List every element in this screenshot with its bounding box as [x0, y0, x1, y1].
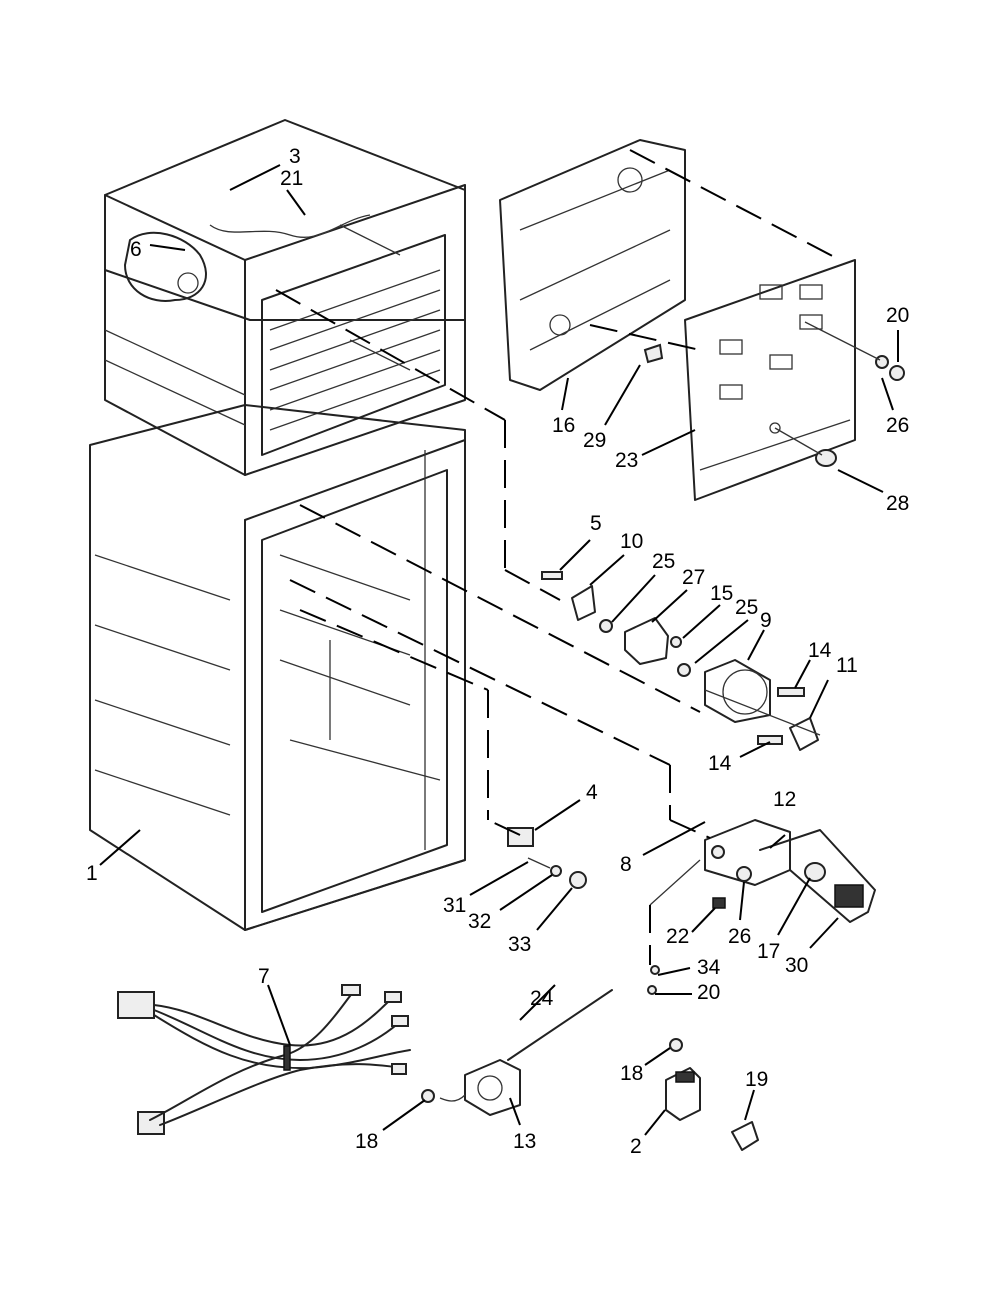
callout-23: 23 — [615, 449, 638, 472]
callout-4: 4 — [586, 781, 598, 804]
callout-25: 25 — [652, 550, 675, 573]
callout-14: 14 — [808, 639, 832, 662]
callout-2: 2 — [630, 1135, 642, 1158]
wire-harness — [117, 984, 411, 1135]
callout-13: 13 — [513, 1130, 536, 1153]
callout-8: 8 — [620, 853, 632, 876]
callout-28: 28 — [886, 492, 909, 515]
leader-arrows — [99, 164, 899, 1136]
callout-7: 7 — [258, 965, 270, 988]
callout-16: 16 — [552, 414, 575, 437]
callout-19: 19 — [745, 1068, 768, 1091]
temperature-control — [421, 989, 613, 1116]
callout-18: 18 — [355, 1130, 378, 1153]
callout-5: 5 — [590, 512, 602, 535]
callout-6: 6 — [130, 238, 142, 261]
callout-17: 17 — [757, 940, 780, 963]
evaporator-cover — [499, 139, 686, 391]
callout-27: 27 — [682, 566, 705, 589]
callout-11: 11 — [836, 654, 858, 677]
callout-22: 22 — [666, 925, 689, 948]
callout-32: 32 — [468, 910, 491, 933]
callout-10: 10 — [620, 530, 643, 553]
callout-30: 30 — [785, 954, 808, 977]
dashed-lines — [275, 149, 841, 965]
callout-24: 24 — [530, 987, 554, 1010]
callout-20: 20 — [886, 304, 909, 327]
callout-9: 9 — [760, 609, 772, 632]
callout-33: 33 — [508, 933, 531, 956]
rear-panel — [684, 259, 856, 501]
fasteners — [541, 321, 905, 751]
callout-labels: 3 21 6 20 26 16 29 23 28 5 10 25 27 15 2… — [86, 145, 909, 1158]
control-housing — [649, 819, 876, 923]
callout-15: 15 — [710, 582, 733, 605]
callout-12: 12 — [773, 788, 796, 811]
callout-34: 34 — [697, 956, 721, 979]
callout-1: 1 — [86, 862, 98, 885]
callout-31: 31 — [443, 894, 466, 917]
callout-3: 3 — [289, 145, 301, 168]
callout-21: 21 — [280, 167, 303, 190]
callout-14: 14 — [708, 752, 732, 775]
callout-20: 20 — [697, 981, 720, 1004]
callout-25: 25 — [735, 596, 758, 619]
cabinet-liner — [89, 404, 466, 931]
callout-26: 26 — [728, 925, 751, 948]
freezer-compartment — [104, 119, 466, 476]
callout-29: 29 — [583, 429, 606, 452]
lamp-socket — [647, 965, 759, 1151]
callout-18: 18 — [620, 1062, 643, 1085]
callout-26: 26 — [886, 414, 909, 437]
